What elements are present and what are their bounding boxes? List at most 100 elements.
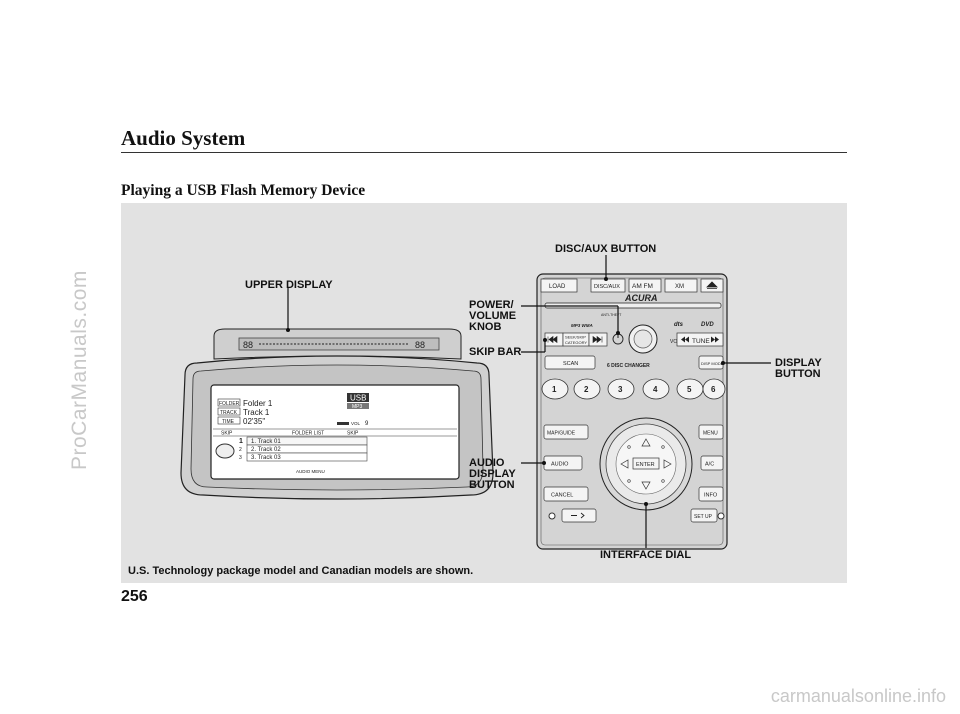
category-label: CATEGORY xyxy=(565,340,587,345)
mp3-badge-label: MP3 xyxy=(352,404,363,410)
menu-button[interactable] xyxy=(698,424,724,440)
time-value: 02'35" xyxy=(243,417,265,426)
ac-label: A/C xyxy=(705,462,714,468)
upper-display-callout: UPPER DISPLAY xyxy=(245,279,333,291)
preset-4-button[interactable] xyxy=(642,378,670,400)
upper-display-digits-right: 88 xyxy=(415,340,425,350)
cancel-button[interactable] xyxy=(543,486,589,502)
disp-mode-label: DISP MODE xyxy=(701,361,724,366)
nav-screen-illustration: 88 88 FOLDER TRACK TIME Folder 1 Track 1… xyxy=(180,288,494,500)
scan-button[interactable] xyxy=(544,355,596,370)
preset-buttons: 1 2 3 4 5 6 xyxy=(541,378,726,400)
dial-se-dot xyxy=(661,479,665,483)
preset-4-label: 4 xyxy=(653,385,658,394)
volume-bar xyxy=(337,422,349,425)
screen-side-knob xyxy=(215,443,235,459)
dial-ne-dot xyxy=(661,445,665,449)
track-item-3: 3. Track 03 xyxy=(251,455,281,461)
xm-button[interactable] xyxy=(664,278,698,293)
list-number-1: 1 xyxy=(239,438,243,445)
watermark-bottom: carmanualsonline.info xyxy=(770,686,946,706)
dial-up-icon xyxy=(641,438,651,447)
list-number-2: 2 xyxy=(239,447,242,453)
power-volume-callout-line-1: POWER/ xyxy=(469,299,514,311)
am-fm-button[interactable] xyxy=(628,278,662,293)
subtitle: Playing a USB Flash Memory Device xyxy=(121,182,366,199)
folder-tag-label: FOLDER xyxy=(219,401,240,407)
audio-label: AUDIO xyxy=(551,462,569,468)
disc-aux-label: DISC/AUX xyxy=(594,284,620,290)
voice-button[interactable] xyxy=(561,508,597,523)
power-volume-callout-line-2: VOLUME xyxy=(469,310,517,322)
dts-logo: dts xyxy=(674,322,684,328)
interface-dial-callout: INTERFACE DIAL xyxy=(600,549,692,561)
vol-label: VOL xyxy=(670,339,680,345)
preset-2-button[interactable] xyxy=(573,378,601,400)
volume-label: VOL xyxy=(351,421,361,426)
preset-1-label: 1 xyxy=(552,385,557,394)
info-button[interactable] xyxy=(698,486,724,502)
preset-2-label: 2 xyxy=(584,385,589,394)
display-button-leader-dot xyxy=(721,361,725,365)
preset-6-button[interactable] xyxy=(702,378,726,400)
power-volume-knob-center xyxy=(633,329,653,349)
upper-display-digits-left: 88 xyxy=(243,340,253,350)
anti-theft-label: ANTI-THEFT xyxy=(601,313,622,317)
usb-badge-label: USB xyxy=(350,394,366,403)
tune-up-icon xyxy=(711,336,719,343)
disc-aux-leader-dot xyxy=(604,277,608,281)
right-mic-dot xyxy=(717,512,725,520)
skip-left-label: SKIP xyxy=(221,431,233,437)
volume-value: 9 xyxy=(365,421,369,427)
audio-display-callout-line-3: BUTTON xyxy=(469,479,515,491)
dial-left-icon xyxy=(620,459,629,469)
track-item-2: 2. Track 02 xyxy=(251,447,281,453)
track-value: Track 1 xyxy=(243,408,270,417)
load-label: LOAD xyxy=(549,284,566,290)
disc-aux-callout: DISC/AUX BUTTON xyxy=(555,243,657,255)
preset-5-label: 5 xyxy=(687,385,692,394)
dial-down-icon xyxy=(641,481,651,490)
load-button[interactable] xyxy=(540,278,578,293)
section-title: Audio System xyxy=(121,126,246,150)
power-volume-callout: POWER/ VOLUME KNOB xyxy=(469,300,516,333)
map-guide-button[interactable] xyxy=(543,424,589,440)
preset-3-button[interactable] xyxy=(607,378,635,400)
left-mic-dot xyxy=(548,512,556,520)
am-fm-label: AM FM xyxy=(632,283,653,290)
tune-bar[interactable] xyxy=(676,332,724,347)
preset-6-label: 6 xyxy=(711,385,716,394)
skip-back-icon xyxy=(547,335,558,344)
tune-down-icon xyxy=(681,336,689,343)
track-tag-label: TRACK xyxy=(220,410,238,416)
control-panel-inner xyxy=(540,277,724,546)
scan-label: SCAN xyxy=(563,361,578,367)
set-up-button[interactable] xyxy=(690,508,718,523)
time-tag xyxy=(217,416,241,425)
dial-right-icon xyxy=(663,459,672,469)
power-volume-callout-line-3: KNOB xyxy=(469,321,502,333)
enter-label: ENTER xyxy=(636,462,655,468)
dial-nw-dot xyxy=(627,445,631,449)
audio-menu-label: AUDIO MENU xyxy=(296,469,325,474)
folder-value: Folder 1 xyxy=(243,399,273,408)
track-tag xyxy=(217,407,241,416)
watermark-left: ProCarManuals.com xyxy=(68,270,91,470)
list-number-3: 3 xyxy=(239,455,242,461)
xm-label: XM xyxy=(675,284,684,290)
enter-button[interactable] xyxy=(632,457,660,470)
voice-icon xyxy=(571,512,585,519)
disc-changer-label: 6 DISC CHANGER xyxy=(607,363,650,369)
ac-button[interactable] xyxy=(700,455,724,471)
audio-display-leader-dot xyxy=(542,461,546,465)
time-tag-label: TIME xyxy=(222,419,235,425)
header-rule xyxy=(121,152,847,153)
preset-1-button[interactable] xyxy=(541,378,569,400)
set-up-label: SET UP xyxy=(694,514,713,520)
preset-3-label: 3 xyxy=(618,385,623,394)
map-guide-label: MAP/GUIDE xyxy=(547,431,576,437)
skip-bar-leader-dot xyxy=(543,338,547,342)
power-leader-dot xyxy=(616,331,620,335)
figure-caption: U.S. Technology package model and Canadi… xyxy=(128,565,474,577)
menu-label: MENU xyxy=(703,431,718,437)
